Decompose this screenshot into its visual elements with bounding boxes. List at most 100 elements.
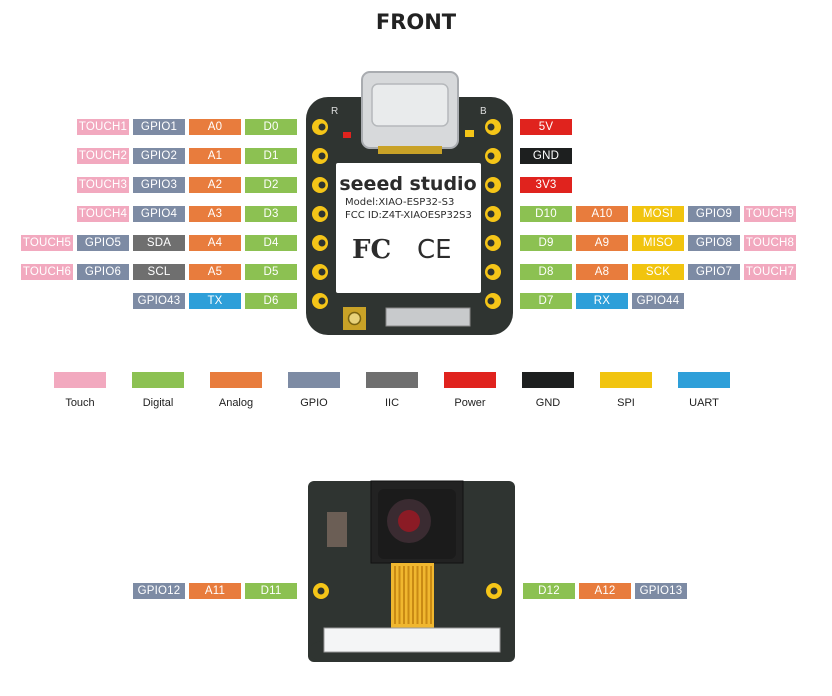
pin-label-5v: 5V <box>520 119 572 135</box>
legend-swatch-analog <box>210 372 262 388</box>
page-title: FRONT <box>375 10 457 34</box>
pin-label-d8: D8 <box>520 264 572 280</box>
legend-label-digital: Digital <box>142 397 174 409</box>
pin-label-touch8: TOUCH8 <box>744 235 796 251</box>
legend-label-iic: IIC <box>384 397 400 409</box>
pin-label-touch7: TOUCH7 <box>744 264 796 280</box>
front-pad-hole-left-6 <box>318 297 326 305</box>
pin-label-touch5: TOUCH5 <box>21 235 73 251</box>
front-pad-hole-left-4 <box>318 239 326 247</box>
legend-label-analog: Analog <box>218 397 254 409</box>
silk-b: B <box>480 106 487 117</box>
pin-label-gpio1: GPIO1 <box>133 119 185 135</box>
pin-label-d0: D0 <box>245 119 297 135</box>
pin-label-scl: SCL <box>133 264 185 280</box>
camera-pad-hole-1 <box>490 587 498 595</box>
pin-label-gpio4: GPIO4 <box>133 206 185 222</box>
fc-mark: FC <box>352 235 391 265</box>
legend-swatch-gpio <box>288 372 340 388</box>
pin-label-gpio5: GPIO5 <box>77 235 129 251</box>
esp32-module-shield <box>336 163 481 293</box>
pin-label-d1: D1 <box>245 148 297 164</box>
pin-label-gpio13: GPIO13 <box>635 583 687 599</box>
pin-label-touch9: TOUCH9 <box>744 206 796 222</box>
front-board: R B seeed studio Model:XIAO-ESP32-S3 FCC… <box>306 71 513 335</box>
pin-label-gpio44: GPIO44 <box>632 293 684 309</box>
pin-label-a10: A10 <box>576 206 628 222</box>
front-pad-hole-right-6 <box>487 297 495 305</box>
pin-label-a9: A9 <box>576 235 628 251</box>
pin-label-d7: D7 <box>520 293 572 309</box>
front-pad-hole-left-1 <box>318 152 326 160</box>
pin-label-touch4: TOUCH4 <box>77 206 129 222</box>
front-pad-hole-left-2 <box>318 181 326 189</box>
legend-swatch-touch <box>54 372 106 388</box>
pin-label-gpio3: GPIO3 <box>133 177 185 193</box>
led-r <box>343 132 351 138</box>
pin-label-d12: D12 <box>523 583 575 599</box>
pin-label-touch6: TOUCH6 <box>21 264 73 280</box>
pin-label-sda: SDA <box>133 235 185 251</box>
legend-swatch-iic <box>366 372 418 388</box>
pin-label-3v3: 3V3 <box>520 177 572 193</box>
ribbon-line <box>425 566 428 624</box>
legend-label-touch: Touch <box>65 397 95 409</box>
front-pad-hole-right-0 <box>487 123 495 131</box>
pin-label-a12: A12 <box>579 583 631 599</box>
pin-label-d2: D2 <box>245 177 297 193</box>
legend-label-power: Power <box>454 397 486 409</box>
ribbon-line <box>394 566 396 624</box>
ribbon-line <box>430 566 432 624</box>
legend-swatch-gnd <box>522 372 574 388</box>
legend-swatch-spi <box>600 372 652 388</box>
pin-label-gpio9: GPIO9 <box>688 206 740 222</box>
pin-label-a4: A4 <box>189 235 241 251</box>
pin-label-a3: A3 <box>189 206 241 222</box>
legend-label-spi: SPI <box>617 397 635 409</box>
front-pad-hole-left-0 <box>318 123 326 131</box>
ce-mark: CE <box>417 235 452 265</box>
ribbon-line <box>416 566 419 624</box>
pin-label-d5: D5 <box>245 264 297 280</box>
pin-label-tx: TX <box>189 293 241 309</box>
led-b <box>465 130 474 137</box>
ribbon-line <box>407 566 410 624</box>
pin-label-d6: D6 <box>245 293 297 309</box>
legend-label-gnd: GND <box>535 397 561 409</box>
legend-swatch-digital <box>132 372 184 388</box>
pin-label-touch1: TOUCH1 <box>77 119 129 135</box>
pin-label-gpio6: GPIO6 <box>77 264 129 280</box>
pin-label-gpio2: GPIO2 <box>133 148 185 164</box>
pin-label-a8: A8 <box>576 264 628 280</box>
antenna-connector <box>343 307 366 330</box>
board-model: Model:XIAO-ESP32-S3 <box>345 197 454 208</box>
pin-label-a2: A2 <box>189 177 241 193</box>
board-fcc-id: FCC ID:Z4T-XIAOESP32S3 <box>345 210 472 221</box>
pin-label-miso: MISO <box>632 235 684 251</box>
front-pad-hole-right-3 <box>487 210 495 218</box>
pin-label-touch3: TOUCH3 <box>77 177 129 193</box>
front-pad-hole-right-5 <box>487 268 495 276</box>
front-pad-hole-left-5 <box>318 268 326 276</box>
legend-label-uart: UART <box>689 397 719 409</box>
legend-label-gpio: GPIO <box>300 397 328 409</box>
camera-fpc-connector <box>323 627 501 653</box>
microphone <box>327 512 347 547</box>
pin-label-touch2: TOUCH2 <box>77 148 129 164</box>
pin-label-gpio8: GPIO8 <box>688 235 740 251</box>
pin-label-sck: SCK <box>632 264 684 280</box>
board-logo: seeed studio <box>339 173 476 195</box>
front-fpc-connector <box>385 307 471 327</box>
pin-label-mosi: MOSI <box>632 206 684 222</box>
ribbon-line <box>412 566 414 624</box>
pin-label-d3: D3 <box>245 206 297 222</box>
front-pad-hole-right-2 <box>487 181 495 189</box>
pin-label-a1: A1 <box>189 148 241 164</box>
pin-label-a0: A0 <box>189 119 241 135</box>
camera-pad-hole-0 <box>317 587 325 595</box>
silk-r: R <box>331 106 338 117</box>
pin-label-a5: A5 <box>189 264 241 280</box>
pin-label-gpio12: GPIO12 <box>133 583 185 599</box>
pin-label-d4: D4 <box>245 235 297 251</box>
